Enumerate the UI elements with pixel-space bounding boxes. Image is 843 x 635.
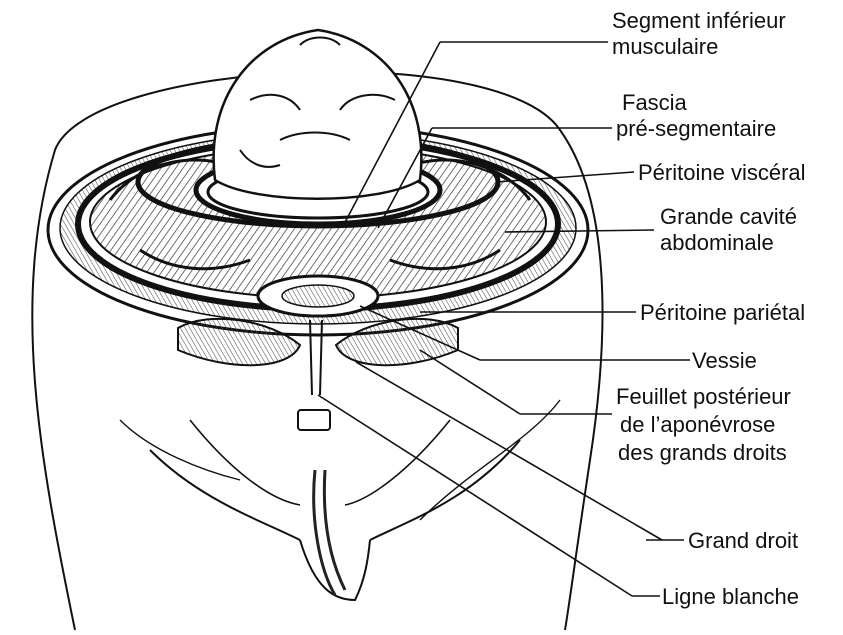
linea-alba-cut bbox=[298, 410, 330, 430]
label-peritoine-visceral: Péritoine viscéral bbox=[638, 160, 806, 185]
label-fascia-line1: Fascia bbox=[622, 90, 687, 115]
label-grand-droit: Grand droit bbox=[688, 528, 798, 553]
linea-alba bbox=[310, 320, 322, 395]
bladder-inner bbox=[282, 285, 354, 307]
label-fascia-line2: pré-segmentaire bbox=[616, 116, 776, 141]
pubic-arch-right bbox=[345, 420, 450, 505]
crease-left bbox=[120, 420, 240, 480]
fetal-head bbox=[214, 30, 422, 199]
label-grande-cavite-line2: abdominale bbox=[660, 230, 774, 255]
label-feuillet-line2: de l’aponévrose bbox=[620, 412, 775, 437]
label-ligne-blanche: Ligne blanche bbox=[662, 584, 799, 609]
groin-right bbox=[370, 440, 520, 540]
pubic-arch-left bbox=[190, 420, 300, 505]
crease-right bbox=[420, 400, 560, 520]
label-vessie: Vessie bbox=[692, 348, 757, 373]
label-peritoine-parietal: Péritoine pariétal bbox=[640, 300, 805, 325]
label-segment-inferieur-line2: musculaire bbox=[612, 34, 718, 59]
label-grande-cavite-line1: Grande cavité bbox=[660, 204, 797, 229]
label-feuillet-line1: Feuillet postérieur bbox=[616, 384, 791, 409]
label-feuillet-line3: des grands droits bbox=[618, 440, 787, 465]
pubic-hair bbox=[314, 470, 345, 595]
groin-left bbox=[150, 450, 300, 540]
label-segment-inferieur-line1: Segment inférieur bbox=[612, 8, 786, 33]
rectus-left bbox=[178, 319, 300, 365]
